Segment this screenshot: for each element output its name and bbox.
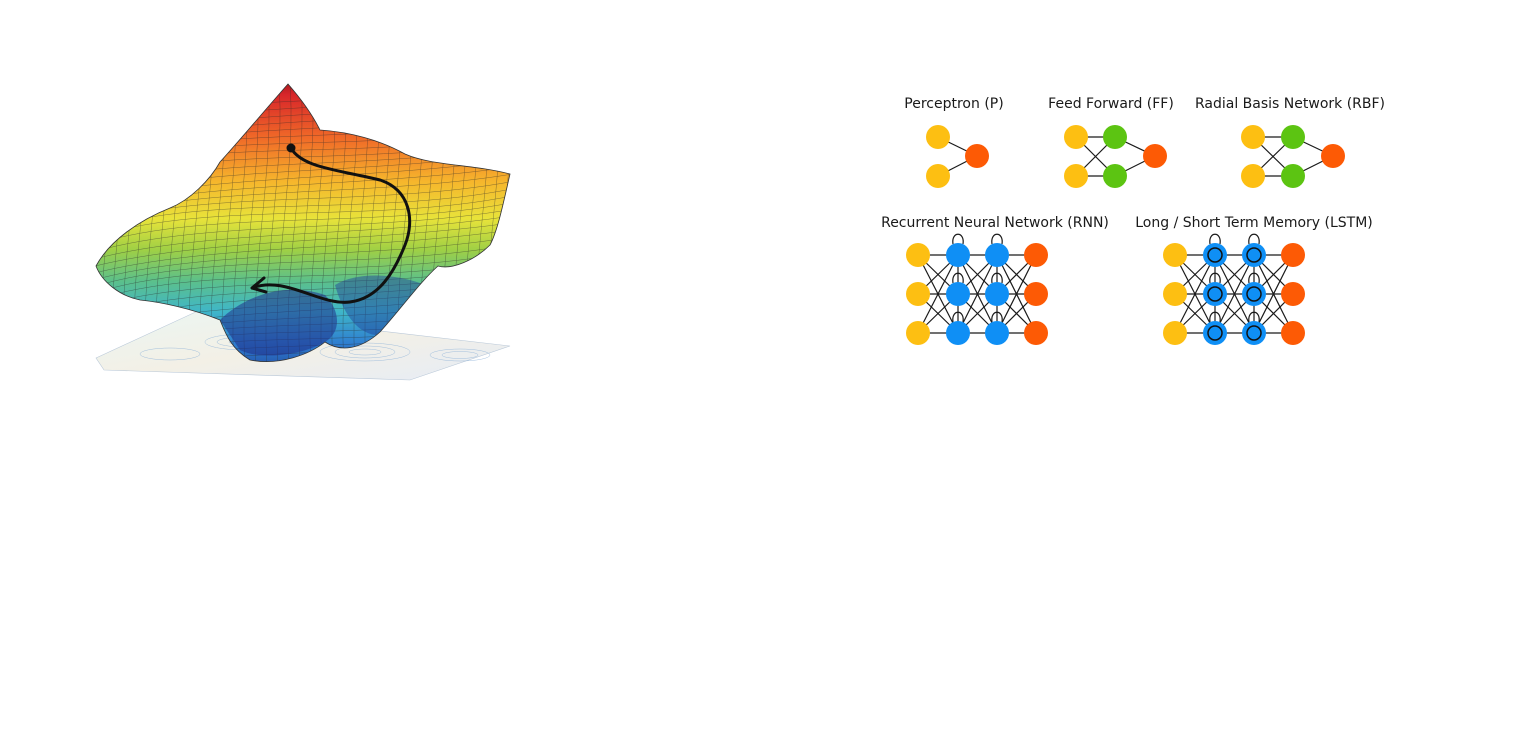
recurrent-loop [1248,272,1260,284]
mesh-line [541,70,555,380]
memory-cell [1242,321,1266,345]
connection-edge [917,254,959,334]
loss-landscape-figure [79,70,533,381]
memory-cell [1203,321,1227,345]
connection-edge [1174,254,1216,334]
input-cell [926,164,950,188]
mesh-line [96,233,510,285]
output-cell [1024,282,1048,306]
memory-cell-ring [1207,247,1223,263]
rbf-hidden-cell [1281,125,1305,149]
memory-cell [1203,282,1227,306]
connection-edge [996,254,1037,334]
input-cell [906,243,930,267]
hidden-cell [1103,125,1127,149]
mesh-line [79,70,93,380]
mesh-line [96,226,510,278]
recurrent-loop [952,272,964,284]
recurrent-cell [985,321,1009,345]
input-cell [1064,125,1088,149]
output-cell [1281,282,1305,306]
recurrent-loop [1209,272,1221,284]
connection-edge [1214,254,1255,334]
memory-cell-ring [1246,325,1262,341]
output-cell [1024,321,1048,345]
loss-surface-3d-icon [79,70,533,381]
rnn-title: Recurrent Neural Network (RNN) [881,215,1109,231]
output-cell [1321,144,1345,168]
mesh-line [96,247,510,299]
mesh-line [68,70,82,380]
connection-edge [1253,254,1294,334]
recurrent-cell [946,321,970,345]
mesh-line [96,205,510,257]
output-cell [1024,243,1048,267]
recurrent-loop [1248,233,1260,245]
lstm-title: Long / Short Term Memory (LSTM) [1135,215,1373,231]
input-cell [1163,282,1187,306]
input-cell [1241,164,1265,188]
recurrent-cell [946,282,970,306]
recurrent-loop [952,311,964,323]
input-cell [906,282,930,306]
connection-edge [957,254,998,334]
recurrent-cell [985,282,1009,306]
mesh-line [122,84,138,362]
recurrent-cell [946,243,970,267]
gradient-descent-path-icon [250,143,412,304]
input-cell [906,321,930,345]
input-cell [1241,125,1265,149]
memory-cell-ring [1246,286,1262,302]
memory-cell [1242,243,1266,267]
memory-cell [1242,282,1266,306]
recurrent-cell [985,243,1009,267]
mesh-line [507,84,510,362]
mesh-line [496,84,510,362]
network-diagrams [906,125,1345,345]
mesh-line [96,240,510,292]
mesh-line [530,70,544,380]
input-cell [1163,321,1187,345]
recurrent-loop [1209,233,1221,245]
recurrent-loop [1248,311,1260,323]
output-cell [1281,321,1305,345]
mesh-line [96,219,510,271]
neural-network-zoo: Perceptron (P) Feed Forward (FF) Radial … [870,85,1410,365]
recurrent-loop [991,272,1003,284]
hidden-cell [1103,164,1127,188]
mesh-line [96,84,105,362]
output-cell [1281,243,1305,267]
mesh-line [519,70,533,380]
input-cell [1163,243,1187,267]
input-cell [1064,164,1088,188]
memory-cell-ring [1207,325,1223,341]
output-cell [965,144,989,168]
rbf-title: Radial Basis Network (RBF) [1194,96,1386,112]
recurrent-loop [952,233,964,245]
memory-cell-ring [1207,286,1223,302]
perceptron-title: Perceptron (P) [904,96,1004,112]
recurrent-loop [991,233,1003,245]
memory-cell-ring [1246,247,1262,263]
input-cell [926,125,950,149]
rbf-hidden-cell [1281,164,1305,188]
mesh-line [111,84,127,362]
feed-forward-title: Feed Forward (FF) [1048,96,1174,112]
recurrent-loop [1209,311,1221,323]
output-cell [1143,144,1167,168]
recurrent-loop [991,311,1003,323]
mesh-line [96,198,510,250]
mesh-line [100,84,116,362]
memory-cell [1203,243,1227,267]
